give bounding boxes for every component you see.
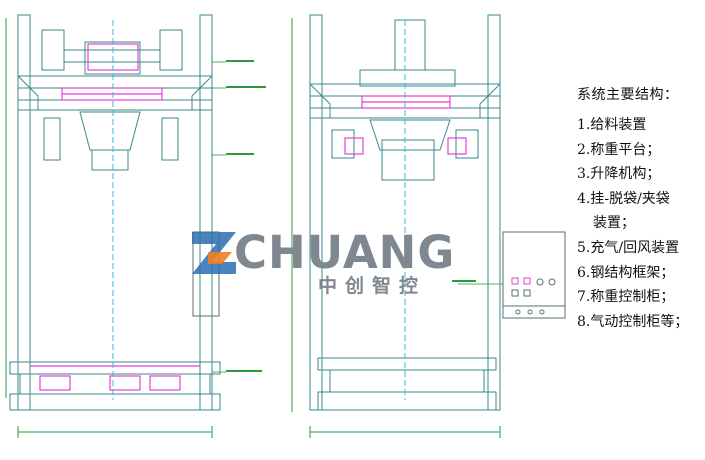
list-item: 3.升降机构； [577, 166, 661, 183]
list-item: 2.称重平台； [577, 141, 661, 158]
left-callout-marks [226, 60, 266, 372]
right-pink-mechanism [344, 95, 467, 155]
right-cabinet-label-mark [452, 280, 476, 282]
right-view [291, 14, 501, 438]
right-control-cabinet [502, 231, 566, 319]
z-logo-icon [192, 232, 236, 274]
list-item-continued: 装置； [593, 215, 635, 232]
brand-subtitle: 中创智控 [318, 275, 427, 297]
list-item: 8.气动控制柜等； [577, 313, 689, 330]
left-callouts [212, 61, 226, 373]
list-item: 1.给料装置 [577, 117, 647, 133]
list-item: 7.称重控制柜； [577, 289, 675, 306]
structure-list: 系统主要结构： 1.给料装置 2.称重平台； 3.升降机构； 4.挂-脱袋/夹袋… [577, 84, 703, 334]
left-pink-mechanism [30, 43, 200, 391]
list-item: 4.挂-脱袋/夹袋 [577, 190, 670, 207]
left-view [5, 14, 221, 438]
list-item: 6.钢结构框架； [577, 264, 675, 281]
brand-wordmark: CHUANG [234, 226, 456, 279]
structure-list-title: 系统主要结构： [577, 87, 679, 103]
list-item: 5.充气/回风装置 [577, 239, 680, 256]
